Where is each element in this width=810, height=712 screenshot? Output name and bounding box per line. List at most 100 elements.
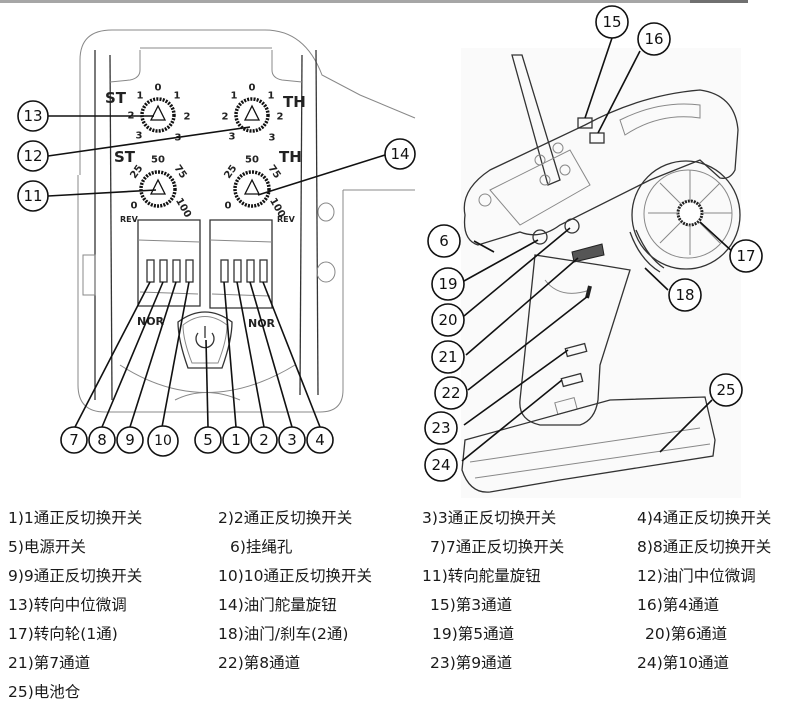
legend-item: 2)2通正反切换开关: [218, 508, 352, 528]
svg-text:23: 23: [431, 419, 450, 437]
legend-item: 11)转向舵量旋钮: [422, 566, 541, 586]
tick-label: 1: [174, 91, 181, 102]
steering-wheel[interactable]: [631, 160, 741, 270]
leader-7: [74, 281, 151, 428]
dip-switch-3[interactable]: [246, 259, 255, 283]
svg-text:1: 1: [231, 431, 241, 449]
dip-switch-2[interactable]: [233, 259, 242, 283]
ch6-button[interactable]: [564, 218, 580, 234]
callout-1: 1: [222, 426, 250, 454]
legend-number: 9): [8, 567, 24, 585]
svg-text:12: 12: [23, 147, 42, 165]
legend-text: 第6通道: [670, 625, 728, 643]
dip-switch-8[interactable]: [159, 259, 168, 283]
tick-label: 1: [231, 91, 238, 102]
tick-label: 100: [173, 196, 193, 220]
top-rule: [0, 0, 748, 3]
ch10-switch[interactable]: [560, 372, 584, 388]
legend-item: 17)转向轮(1通): [8, 624, 118, 644]
tick-label: 3: [269, 133, 276, 144]
ch4-switch[interactable]: [589, 132, 605, 144]
leader-20: [463, 227, 571, 317]
throttle-trigger[interactable]: [629, 231, 661, 273]
tick-label: 1: [268, 91, 275, 102]
panel-frame-top: [79, 29, 416, 175]
svg-text:5: 5: [203, 431, 213, 449]
svg-text:18: 18: [675, 286, 694, 304]
legend-text: 1通正反切换开关: [23, 509, 143, 527]
mini-dial: [559, 164, 571, 176]
legend-item: 3)3通正反切换开关: [422, 508, 556, 528]
callout-12: 12: [17, 140, 49, 172]
upper-body: [463, 89, 739, 246]
leader-18: [644, 267, 669, 291]
legend-number: 25): [8, 683, 34, 701]
rail-right-outer: [315, 49, 319, 396]
leader-17: [699, 221, 736, 255]
legend-number: 24): [637, 654, 663, 672]
st-label: ST: [114, 148, 136, 166]
svg-text:15: 15: [602, 13, 621, 31]
legend-text: 10通正反切换开关: [243, 567, 373, 585]
legend-text: 电池仓: [33, 683, 81, 701]
tick-label: 1: [137, 91, 144, 102]
ch9-switch[interactable]: [564, 342, 588, 358]
legend-item: 10)10通正反切换开关: [218, 566, 372, 586]
st-rate-dial[interactable]: 50 25 75 0 100: [129, 155, 194, 220]
legend-item: 15)第3通道: [430, 595, 512, 615]
legend-text: 油门舵量旋钮: [243, 596, 337, 614]
legend-text: 8通正反切换开关: [652, 538, 772, 556]
tick-label: 0: [225, 201, 232, 212]
legend-number: 6): [230, 538, 246, 556]
strap-loop-lower: [316, 261, 336, 283]
legend-item: 18)油门/刹车(2通): [218, 624, 348, 644]
legend-number: 16): [637, 596, 663, 614]
legend-number: 7): [430, 538, 446, 556]
th-trim-dial[interactable]: 0 1 1 2 2 3 3: [222, 83, 284, 144]
dip-switch-9[interactable]: [172, 259, 181, 283]
callout-8: 8: [88, 426, 116, 454]
th-rate-dial[interactable]: 50 25 75 0 100: [223, 155, 288, 220]
legend-item: 16)第4通道: [637, 595, 719, 615]
leader-3: [249, 281, 293, 428]
ch5-button[interactable]: [532, 229, 548, 245]
svg-text:13: 13: [23, 107, 42, 125]
callout-9: 9: [116, 426, 144, 454]
legend-number: 5): [8, 538, 24, 556]
callout-19: 19: [431, 267, 465, 301]
svg-text:25: 25: [716, 381, 735, 399]
st-trim-dial[interactable]: 0 1 1 2 2 3 3: [128, 83, 191, 144]
legend-text: 2通正反切换开关: [233, 509, 353, 527]
leader-1: [223, 281, 237, 428]
svg-text:11: 11: [23, 187, 42, 205]
legend-text: 电源开关: [23, 538, 86, 556]
clip-right: [271, 50, 303, 83]
dip-switch-4[interactable]: [259, 259, 268, 283]
legend-number: 19): [432, 625, 458, 643]
svg-text:6: 6: [439, 232, 449, 250]
leader-10: [161, 281, 190, 428]
dip-switch-7[interactable]: [146, 259, 155, 283]
legend-text: 第8通道: [243, 654, 301, 672]
leader-5: [205, 339, 209, 428]
leader-16: [597, 50, 641, 134]
dip-switch-1[interactable]: [220, 259, 229, 283]
tick-label: 0: [249, 83, 256, 94]
tick-label: 0: [155, 83, 162, 94]
leader-8: [101, 281, 164, 428]
tick-label: 50: [151, 155, 165, 166]
svg-text:20: 20: [438, 311, 457, 329]
legend-text: 转向轮(1通): [33, 625, 118, 643]
dip-switch-10[interactable]: [185, 259, 194, 283]
mini-dial: [552, 142, 564, 154]
legend-number: 13): [8, 596, 34, 614]
ch7-dial[interactable]: [571, 243, 605, 263]
legend-item: 25)电池仓: [8, 682, 80, 702]
legend-text: 第7通道: [33, 654, 91, 672]
mini-dial: [539, 174, 551, 186]
leader-14: [257, 154, 386, 196]
legend-item: 23)第9通道: [430, 653, 512, 673]
dip-switch-block-left: [137, 219, 201, 307]
power-button[interactable]: [177, 311, 233, 369]
callout-18: 18: [668, 278, 702, 312]
